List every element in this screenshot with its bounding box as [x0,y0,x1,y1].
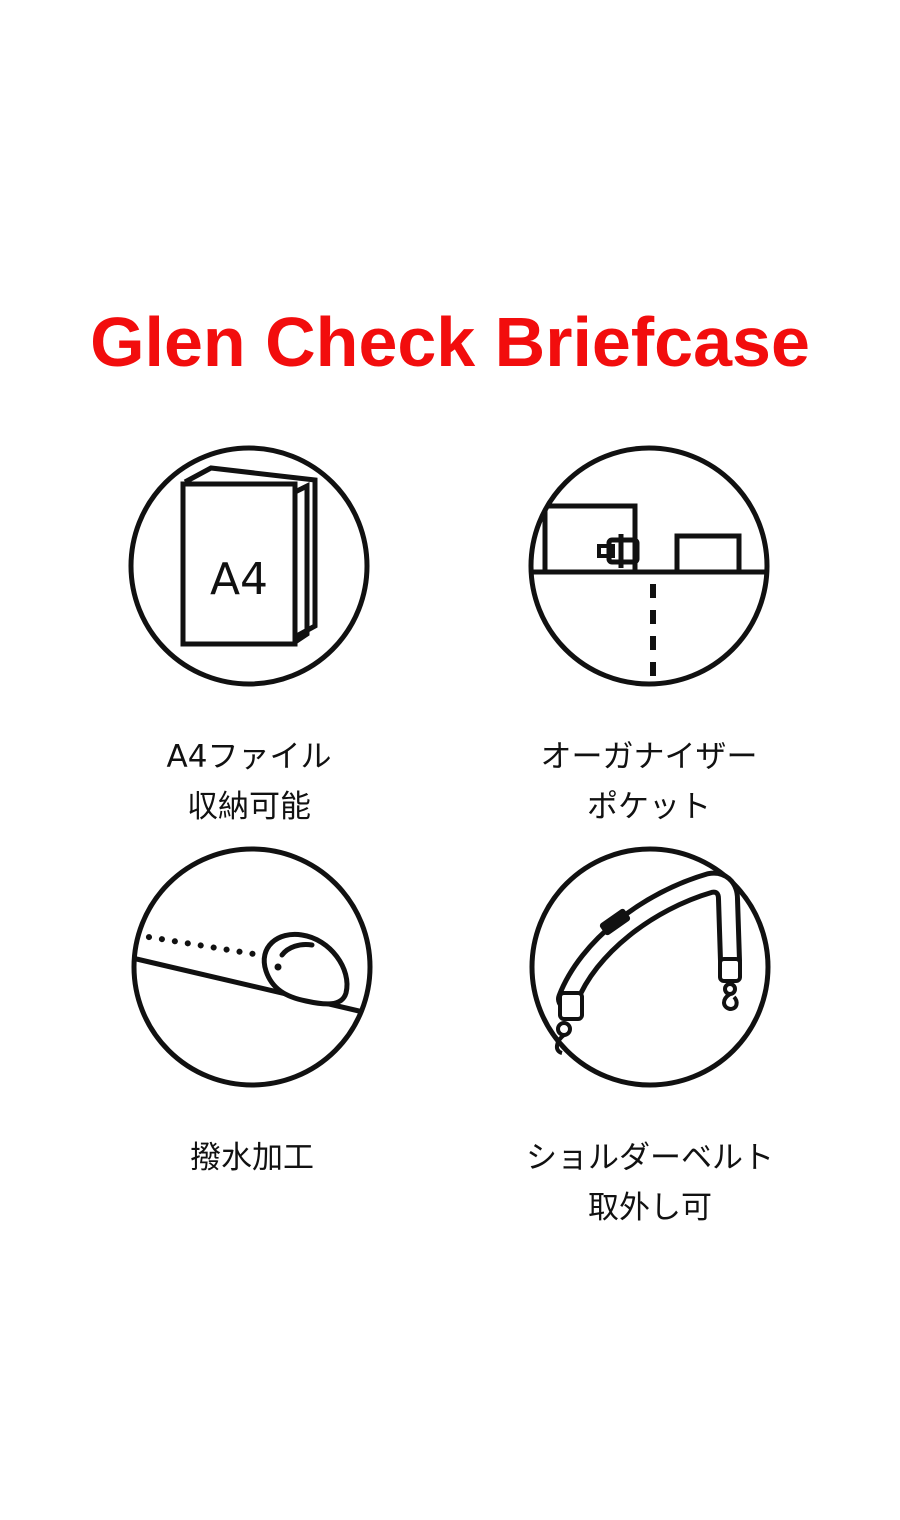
a4-art-label: A4 [210,554,268,605]
feature-shoulder-belt: ショルダーベルト 取外し可 [500,843,800,1233]
feature-water-repellent: 撥水加工 [102,843,402,1183]
caption-line: 撥水加工 [190,1140,314,1176]
feature-caption: A4ファイル 収納可能 [99,732,399,832]
caption-line: 収納可能 [187,789,311,825]
a4-file-icon: A4 [128,445,370,687]
caption-line: ポケット [587,789,711,825]
water-repellent-icon [131,846,373,1088]
feature-caption: 撥水加工 [102,1133,402,1183]
caption-line: ショルダーベルト [526,1140,774,1176]
feature-caption: オーガナイザー ポケット [499,732,799,832]
feature-caption: ショルダーベルト 取外し可 [500,1133,800,1233]
organizer-pocket-icon [528,445,770,687]
shoulder-belt-icon [529,846,771,1088]
feature-a4-file: A4 A4ファイル 収納可能 [99,442,399,832]
feature-organizer-pocket: オーガナイザー ポケット [499,442,799,832]
caption-line: 取外し可 [588,1190,712,1226]
caption-line: A4ファイル [166,739,332,775]
page-title: Glen Check Briefcase [90,303,810,381]
caption-line: オーガナイザー [540,739,758,775]
